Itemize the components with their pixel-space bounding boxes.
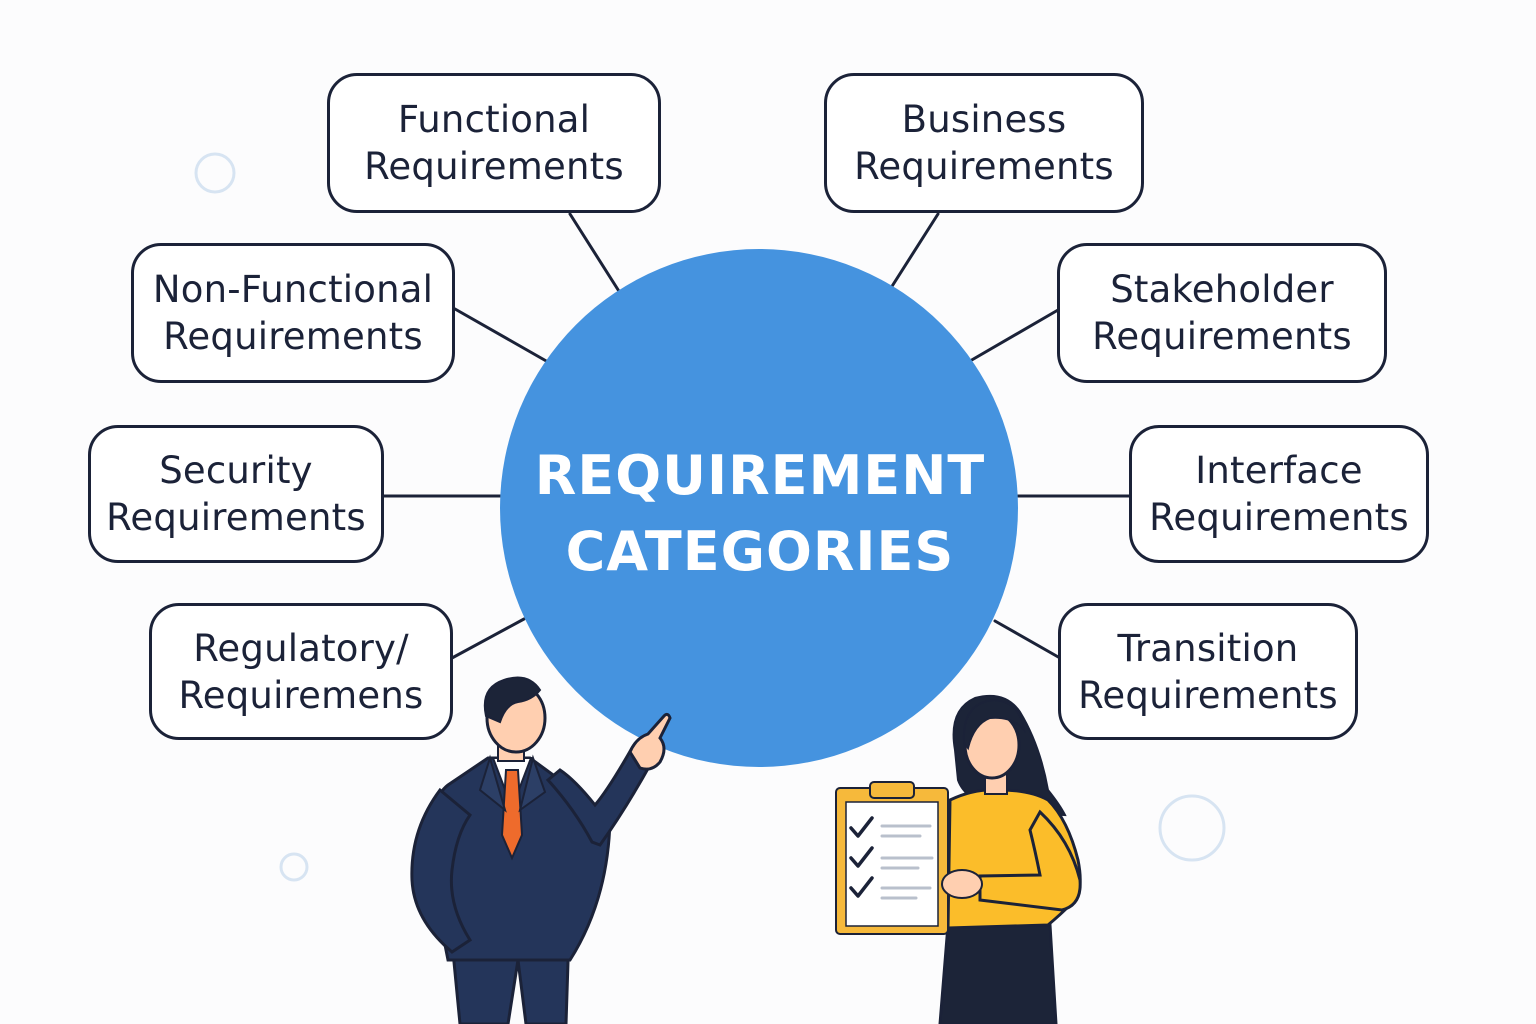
card-label: Stakeholder Requirements: [1092, 268, 1352, 358]
woman-hair-front: [962, 698, 1026, 751]
card-transition-requirements: Transition Requirements: [1058, 603, 1358, 740]
decorative-circles: [194, 152, 1226, 882]
businessman-lapel-right: [518, 754, 547, 813]
decor-circle: [279, 852, 309, 882]
decor-circle: [1158, 794, 1226, 862]
woman-pants: [938, 923, 1058, 1024]
center-title: REQUIREMENT CATEGORIES: [534, 444, 986, 583]
card-security-requirements: Security Requirements: [88, 425, 384, 563]
businessman-lapel-left: [478, 754, 507, 813]
check-icon: [849, 846, 874, 868]
card-functional-requirements: Functional Requirements: [327, 73, 661, 213]
businessman-hair: [483, 676, 542, 724]
woman-figure: [835, 694, 1082, 1024]
businessman-tie: [500, 769, 524, 861]
check-icon: [849, 876, 874, 898]
card-label: Regulatory/ Requiremens: [178, 626, 424, 717]
clipboard-clip: [869, 781, 915, 799]
card-label: Transition Requirements: [1078, 626, 1338, 717]
clipboard-checklist: [849, 816, 934, 900]
connector-regulatory: [450, 617, 526, 660]
card-label: Functional Requirements: [364, 98, 624, 188]
connector-non-functional: [453, 307, 550, 364]
card-non-functional-requirements: Non-Functional Requirements: [131, 243, 455, 383]
businessman-hand: [628, 712, 672, 771]
card-label: Non-Functional Requirements: [152, 268, 434, 358]
connector-stakeholder: [968, 308, 1060, 363]
center-circle: [500, 249, 1018, 767]
woman-hand: [941, 869, 983, 899]
card-label: Security Requirements: [106, 449, 366, 539]
connector-business: [887, 212, 940, 293]
businessman-figure: [410, 676, 672, 1024]
connector-functional: [568, 212, 624, 298]
connector-lines: [381, 212, 1132, 660]
businessman-left-arm: [410, 787, 473, 954]
card-stakeholder-requirements: Stakeholder Requirements: [1057, 243, 1387, 383]
card-regulatory-requirements: Regulatory/ Requiremens: [149, 603, 453, 740]
check-icon: [849, 816, 874, 838]
card-label: Interface Requirements: [1149, 449, 1409, 539]
decor-circle: [194, 152, 236, 194]
connector-transition: [993, 619, 1062, 660]
card-label: Business Requirements: [854, 98, 1114, 188]
woman-arm: [978, 809, 1082, 912]
card-business-requirements: Business Requirements: [824, 73, 1144, 213]
card-interface-requirements: Interface Requirements: [1129, 425, 1429, 563]
